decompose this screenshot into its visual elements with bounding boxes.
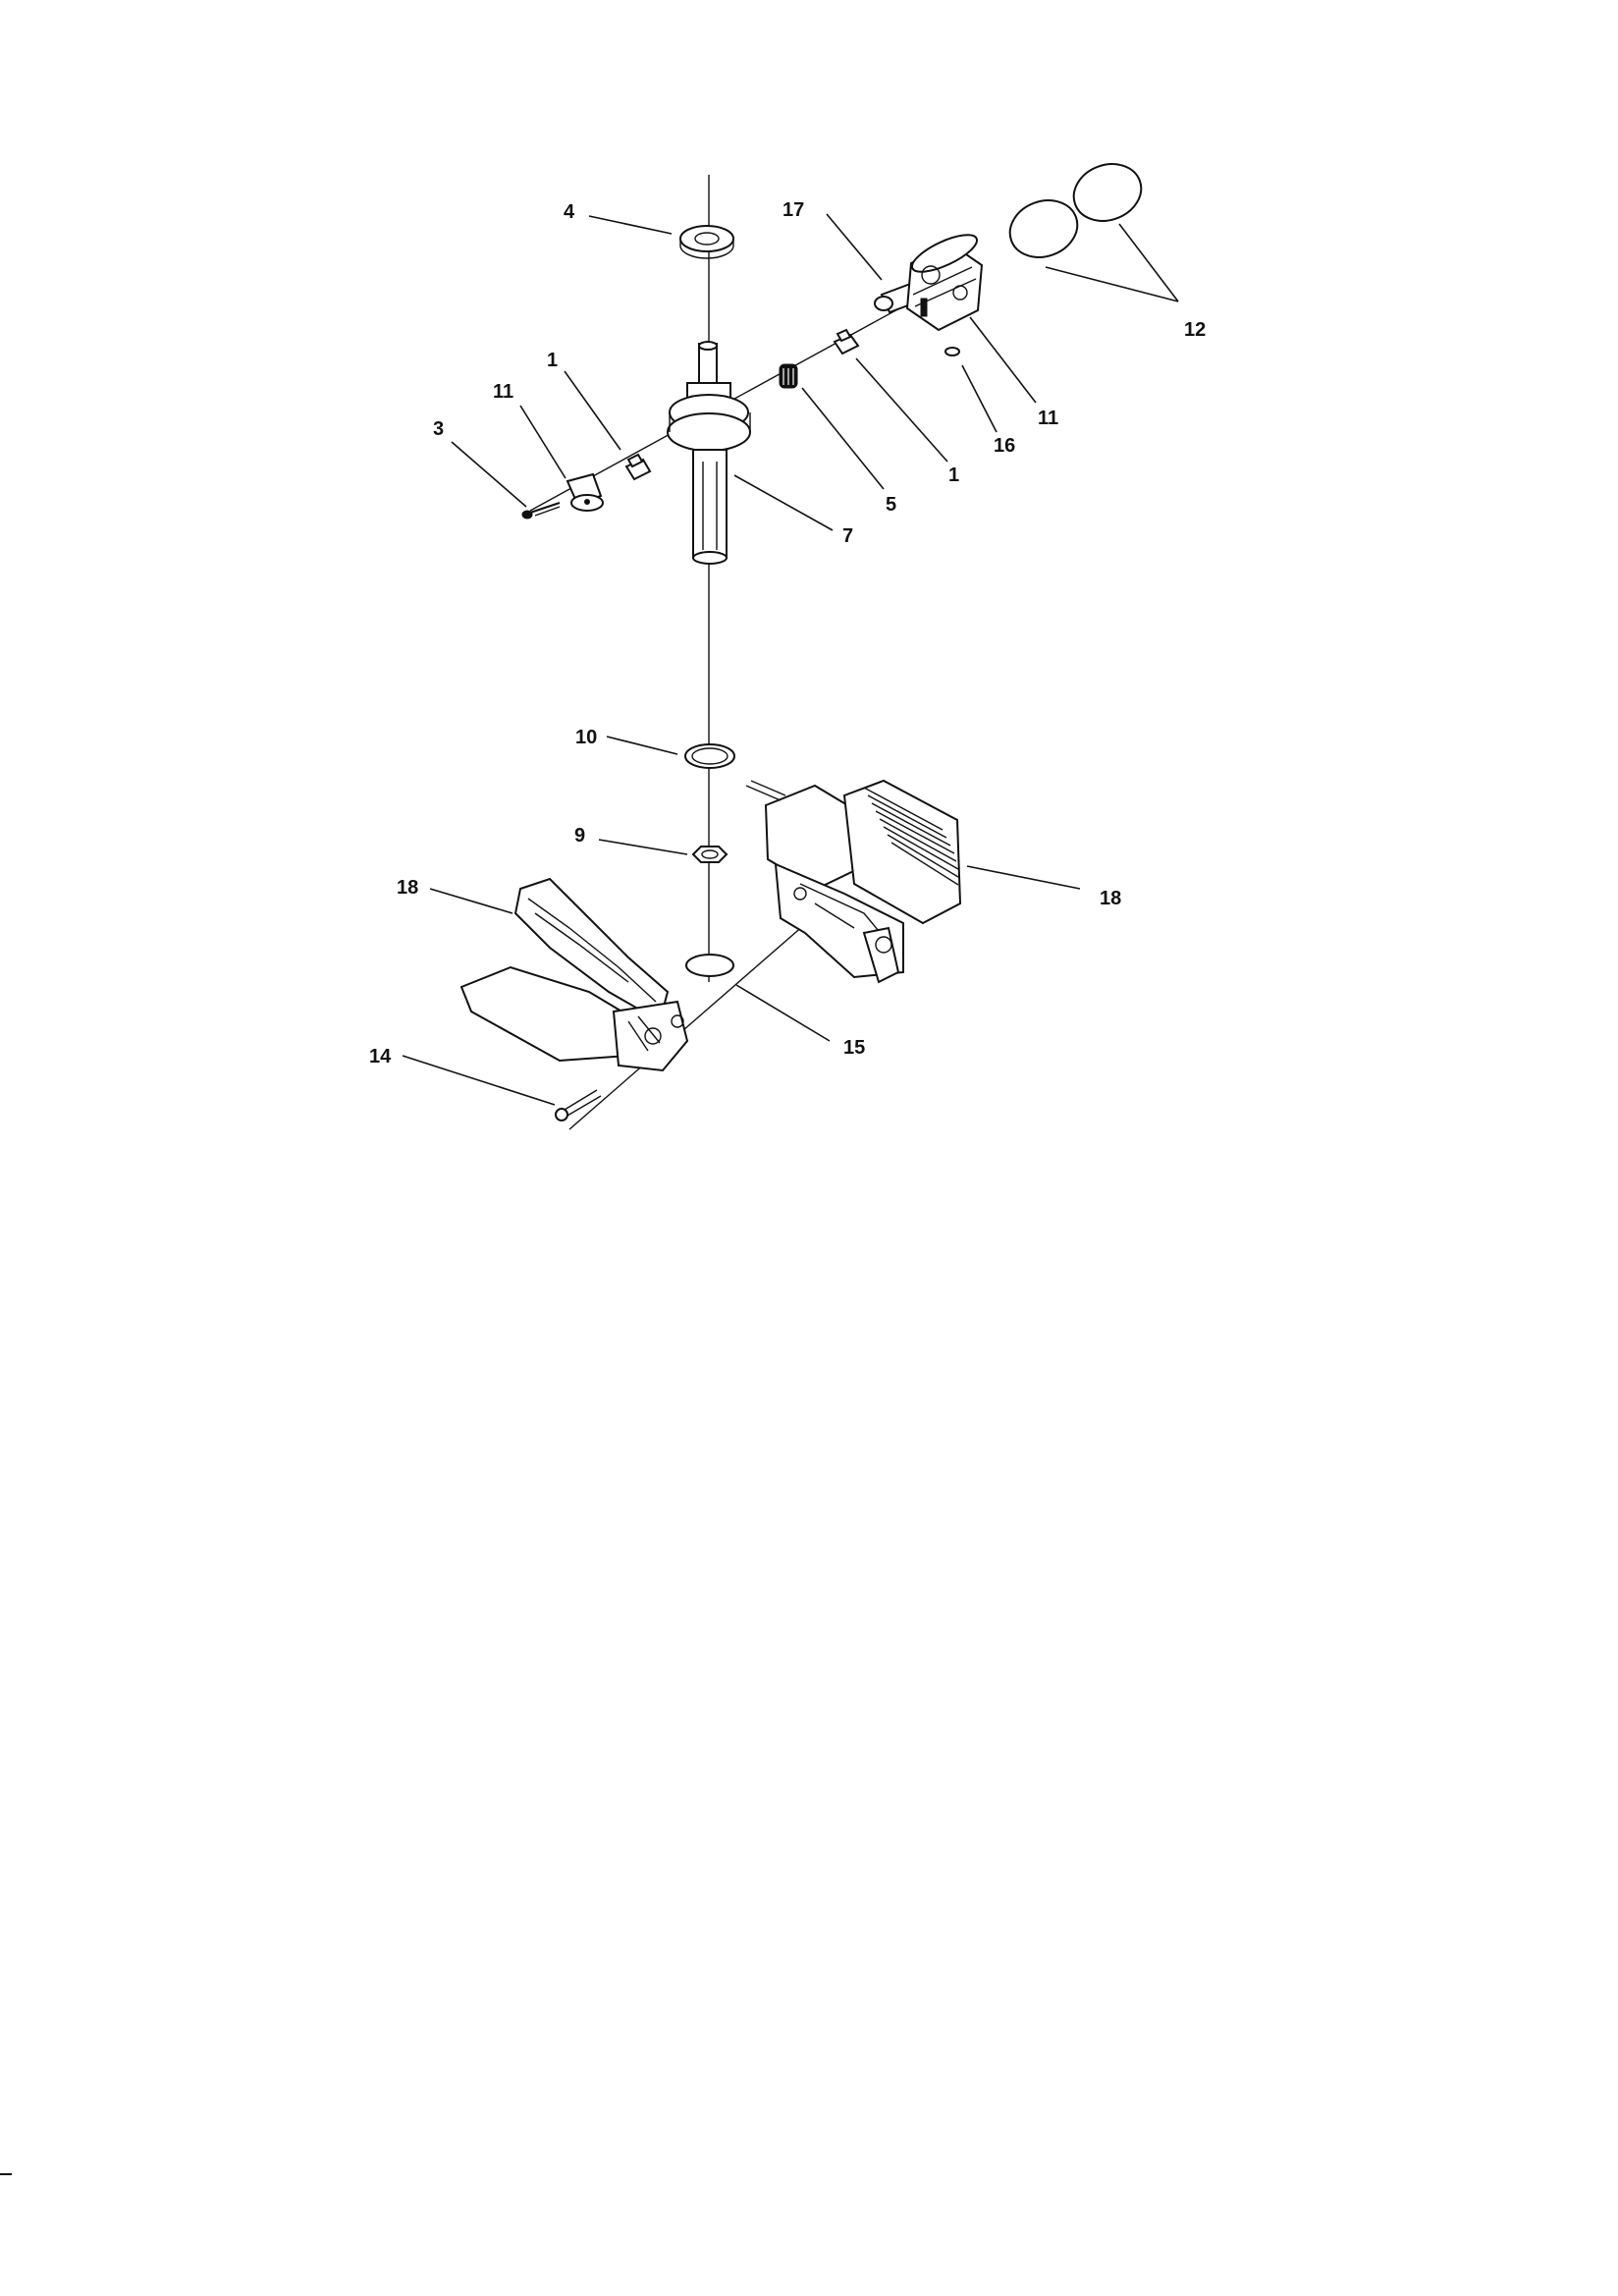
callouts: 4 17 12 1 11 3 11 16 1 5 7 10 9 18 18 15… — [369, 199, 1206, 1067]
part-15-gasket — [685, 954, 734, 977]
part-1-key-right — [833, 328, 860, 355]
part-18-crankcase-half — [459, 877, 689, 1072]
part-16-pin — [944, 347, 960, 356]
callout-14: 14 — [369, 1046, 392, 1067]
part-11-plate-left — [566, 472, 604, 512]
callout-18-right: 18 — [1100, 888, 1121, 909]
callout-7: 7 — [842, 525, 853, 547]
callout-11-left: 11 — [493, 381, 513, 403]
part-14-screw — [555, 1089, 602, 1121]
callout-3: 3 — [433, 418, 444, 440]
part-12-piston-rings — [1008, 163, 1143, 258]
callout-5: 5 — [886, 494, 896, 516]
part-18-cylinder-crankcase — [745, 779, 962, 984]
callout-10: 10 — [575, 727, 597, 748]
part-3-screw — [521, 502, 561, 519]
callout-18-left: 18 — [397, 877, 418, 899]
callout-12: 12 — [1184, 319, 1206, 341]
part-9-nut — [691, 846, 728, 863]
part-5-needle-bearing — [779, 363, 798, 389]
assembly-axes — [529, 175, 944, 1130]
callout-15: 15 — [843, 1037, 865, 1059]
callout-1-left: 1 — [547, 350, 558, 371]
cooling-fins — [863, 787, 959, 886]
callout-16: 16 — [994, 435, 1015, 457]
callout-4: 4 — [564, 201, 575, 223]
piston — [905, 234, 984, 332]
callout-17: 17 — [782, 199, 804, 221]
leader-lines — [402, 213, 1179, 1106]
part-10-o-ring — [684, 743, 735, 769]
part-7-crankshaft — [667, 341, 751, 565]
callout-1-right: 1 — [948, 465, 959, 486]
callout-11-right: 11 — [1038, 408, 1058, 429]
part-4-bearing — [679, 225, 734, 259]
part-1-key-left — [624, 453, 652, 481]
callout-9: 9 — [574, 825, 585, 847]
